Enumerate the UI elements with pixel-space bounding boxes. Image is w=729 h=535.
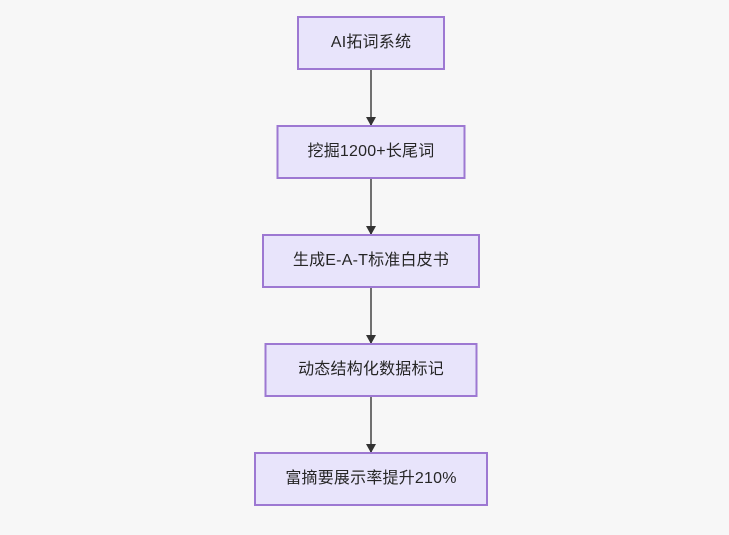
flow-node-label: 动态结构化数据标记	[298, 361, 444, 378]
flow-node-rich-snippet-rate-increase[interactable]: 富摘要展示率提升210%	[254, 452, 488, 506]
flow-node-label: 富摘要展示率提升210%	[285, 470, 457, 487]
flow-node-label: 生成E-A-T标准白皮书	[292, 252, 450, 269]
flow-connector-3-to-4	[370, 288, 372, 343]
flow-connector-1-to-2	[370, 70, 372, 125]
flow-node-dynamic-structured-data-markup[interactable]: 动态结构化数据标记	[264, 343, 478, 397]
flow-connector-2-to-3	[370, 179, 372, 234]
flow-node-mine-longtail-keywords[interactable]: 挖掘1200+长尾词	[276, 125, 466, 179]
flow-node-label: AI拓词系统	[330, 34, 412, 51]
flow-node-label: 挖掘1200+长尾词	[307, 143, 435, 160]
flow-node-ai-keyword-system[interactable]: AI拓词系统	[297, 16, 445, 70]
flow-node-generate-eat-whitepaper[interactable]: 生成E-A-T标准白皮书	[262, 234, 480, 288]
flow-connector-4-to-5	[370, 397, 372, 452]
